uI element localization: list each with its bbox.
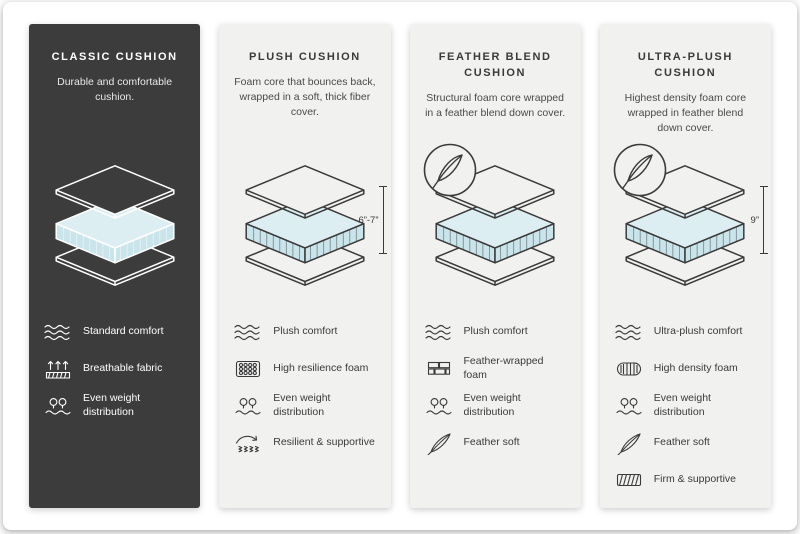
measurement-ruler bbox=[759, 186, 768, 254]
weight-distribution-icon bbox=[614, 394, 644, 418]
feature-list: Standard comfort Breathable fabric Even … bbox=[43, 318, 186, 419]
cushion-diagram: 6”-7” bbox=[233, 154, 387, 304]
card-description: Durable and comfortable cushion. bbox=[57, 75, 173, 104]
feather-badge-icon bbox=[612, 142, 668, 198]
feather-icon bbox=[424, 431, 454, 455]
feature-row: Ultra-plush comfort bbox=[614, 318, 757, 345]
card-title: ULTRA-PLUSH CUSHION bbox=[637, 51, 733, 79]
wave-comfort-icon bbox=[233, 320, 263, 344]
feature-label: Even weight distribution bbox=[463, 392, 521, 418]
feature-label: Even weight distribution bbox=[653, 392, 711, 418]
wave-comfort-icon bbox=[424, 320, 454, 344]
card-plush-cushion: PLUSH CUSHION Foam core that bounces bac… bbox=[219, 24, 391, 508]
card-header: PLUSH CUSHION Foam core that bounces bac… bbox=[233, 50, 376, 154]
feature-label: Feather-wrapped foam bbox=[463, 355, 544, 381]
feature-list: Plush comfort Feather-wrapped foam Even … bbox=[424, 318, 567, 457]
wave-comfort-icon bbox=[43, 320, 73, 344]
resilience-foam-icon bbox=[233, 357, 263, 381]
feature-list: Ultra-plush comfort High density foam Ev… bbox=[614, 318, 757, 493]
weight-distribution-icon bbox=[424, 394, 454, 418]
card-feather-blend-cushion: FEATHER BLEND CUSHION Structural foam co… bbox=[409, 24, 581, 508]
measurement-label: 9” bbox=[750, 214, 759, 226]
card-header: ULTRA-PLUSH CUSHION Highest density foam… bbox=[614, 50, 757, 154]
cushion-comparison-infographic: CLASSIC CUSHION Durable and comfortable … bbox=[3, 2, 797, 530]
card-description: Highest density foam core wrapped in fea… bbox=[624, 91, 747, 135]
feather-icon bbox=[614, 431, 644, 455]
feature-label: Firm & supportive bbox=[653, 472, 737, 485]
weight-distribution-icon bbox=[43, 394, 73, 418]
feature-label: Ultra-plush comfort bbox=[653, 324, 743, 337]
cushion-diagram: 9” bbox=[614, 154, 768, 304]
feature-label: Plush comfort bbox=[273, 324, 338, 337]
measurement-label: 6”-7” bbox=[358, 214, 379, 226]
card-ultra-plush-cushion: ULTRA-PLUSH CUSHION Highest density foam… bbox=[599, 24, 771, 508]
feature-label: Feather soft bbox=[653, 435, 710, 448]
spring-support-icon bbox=[233, 431, 263, 455]
breathable-fabric-icon bbox=[43, 357, 73, 381]
feature-label: Even weight distribution bbox=[273, 392, 331, 418]
feature-label: Breathable fabric bbox=[83, 361, 163, 374]
feature-label: High density foam bbox=[653, 361, 738, 374]
layered-cushion-illustration bbox=[235, 162, 375, 289]
feature-row: Even weight distribution bbox=[43, 392, 186, 419]
weight-distribution-icon bbox=[233, 394, 263, 418]
feature-label: Standard comfort bbox=[83, 324, 164, 337]
card-description: Foam core that bounces back, wrapped in … bbox=[234, 75, 376, 119]
feature-row: Feather soft bbox=[424, 430, 567, 457]
card-title: FEATHER BLEND CUSHION bbox=[438, 51, 552, 79]
firm-support-icon bbox=[614, 468, 644, 492]
feature-row: Plush comfort bbox=[233, 318, 376, 345]
measurement-ruler bbox=[379, 186, 387, 254]
feature-row: Firm & supportive bbox=[614, 466, 757, 493]
feature-row: Feather-wrapped foam bbox=[424, 355, 567, 382]
cushion-diagram bbox=[43, 154, 186, 304]
feature-label: Feather soft bbox=[463, 436, 520, 449]
feature-label: Even weight distribution bbox=[83, 392, 141, 418]
height-measurement: 6”-7” bbox=[358, 186, 387, 254]
feature-row: Feather soft bbox=[614, 429, 757, 456]
card-title: CLASSIC CUSHION bbox=[51, 51, 178, 63]
feature-row: Even weight distribution bbox=[424, 392, 567, 419]
layered-cushion-illustration bbox=[45, 162, 185, 289]
feature-label: Plush comfort bbox=[463, 324, 528, 337]
cushion-diagram bbox=[424, 154, 567, 304]
density-foam-icon bbox=[614, 357, 644, 381]
feature-row: Even weight distribution bbox=[614, 392, 757, 419]
feature-row: High density foam bbox=[614, 355, 757, 382]
feature-row: High resilience foam bbox=[233, 355, 376, 382]
feature-label: Resilient & supportive bbox=[273, 435, 375, 448]
feature-list: Plush comfort High resilience foam Even … bbox=[233, 318, 376, 456]
card-classic-cushion: CLASSIC CUSHION Durable and comfortable … bbox=[29, 24, 201, 508]
feature-row: Resilient & supportive bbox=[233, 429, 376, 456]
wave-comfort-icon bbox=[614, 320, 644, 344]
card-header: CLASSIC CUSHION Durable and comfortable … bbox=[43, 50, 186, 154]
feather-badge-icon bbox=[422, 142, 478, 198]
feature-label: High resilience foam bbox=[273, 361, 369, 374]
feature-row: Even weight distribution bbox=[233, 392, 376, 419]
feather-wrapped-foam-icon bbox=[424, 357, 454, 381]
feature-row: Plush comfort bbox=[424, 318, 567, 345]
card-header: FEATHER BLEND CUSHION Structural foam co… bbox=[424, 50, 567, 154]
feature-row: Standard comfort bbox=[43, 318, 186, 345]
card-description: Structural foam core wrapped in a feathe… bbox=[425, 91, 566, 120]
height-measurement: 9” bbox=[750, 186, 768, 254]
card-title: PLUSH CUSHION bbox=[248, 51, 361, 63]
feature-row: Breathable fabric bbox=[43, 355, 186, 382]
